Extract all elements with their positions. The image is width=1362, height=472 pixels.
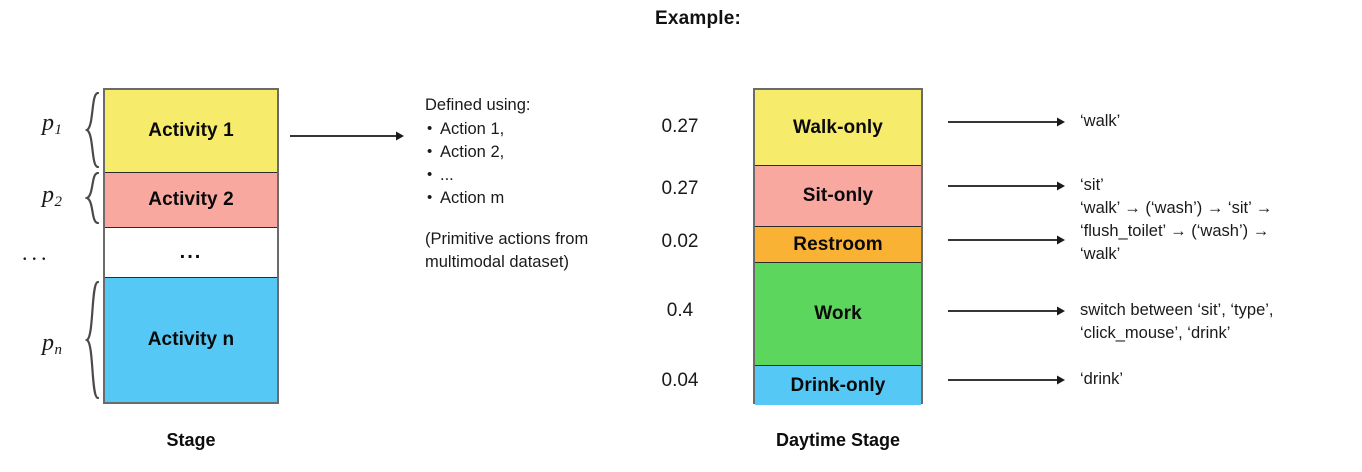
- daytime-segment-walk-only[interactable]: Walk-only: [755, 90, 921, 166]
- daytime-segment-drink-only[interactable]: Drink-only: [755, 366, 921, 405]
- annotation-line: ‘flush_toilet’ → (‘wash’) →: [1080, 222, 1270, 240]
- stage-segment-ellipsis-label: ...: [179, 241, 203, 263]
- arrow-walk-only: [948, 116, 1066, 128]
- arrow-work: [948, 305, 1066, 317]
- daytime-segment-restroom[interactable]: Restroom: [755, 227, 921, 263]
- annotation-line: ‘walk’: [1080, 112, 1121, 130]
- definition-title: Defined using:: [425, 96, 531, 114]
- annotation-drink-only: ‘drink’: [1080, 368, 1358, 391]
- annotation-line: ‘click_mouse’, ‘drink’: [1080, 324, 1231, 342]
- brace-pn: [85, 281, 100, 399]
- arrow-drink-only: [948, 374, 1066, 386]
- annotation-line: ‘walk’ → (‘wash’) → ‘sit’ →: [1080, 199, 1273, 217]
- daytime-probability-drink-only: 0.04: [661, 370, 699, 391]
- daytime-segment-work[interactable]: Work: [755, 263, 921, 366]
- annotation-line: ‘walk’: [1080, 245, 1121, 263]
- daytime-probability-walk-only: 0.27: [661, 116, 699, 137]
- probability-label-p1-base: p: [42, 110, 54, 136]
- probability-label-pn-base: p: [42, 330, 54, 356]
- arrow-stage-to-definition: [290, 130, 405, 142]
- annotation-restroom: ‘walk’ → (‘wash’) → ‘sit’ → ‘flush_toile…: [1080, 197, 1358, 266]
- action-list-item: Action 1,: [425, 117, 600, 141]
- stage-segment-activity-2-label: Activity 2: [148, 189, 234, 210]
- daytime-stage-stack: Walk-only Sit-only Restroom Work Drink-o…: [753, 88, 923, 405]
- stage-segment-activity-n-label: Activity n: [147, 329, 235, 350]
- annotation-work: switch between ‘sit’, ‘type’, ‘click_mou…: [1080, 299, 1358, 345]
- stage-segment-activity-1[interactable]: Activity 1: [105, 90, 277, 173]
- probability-label-p2: p2: [42, 182, 62, 211]
- caption-daytime-stage: Daytime Stage: [775, 430, 901, 450]
- annotation-line: ‘drink’: [1080, 370, 1124, 388]
- annotation-sit-only: ‘sit’: [1080, 174, 1358, 197]
- daytime-segment-walk-only-label: Walk-only: [793, 116, 883, 138]
- arrow-sit-only: [948, 180, 1066, 192]
- stage-segment-ellipsis: ...: [105, 228, 277, 278]
- action-list: Action 1, Action 2, ... Action m: [425, 117, 600, 210]
- arrow-restroom: [948, 234, 1066, 246]
- probability-label-p2-base: p: [42, 182, 54, 208]
- daytime-segment-sit-only[interactable]: Sit-only: [755, 166, 921, 227]
- annotation-line: ‘sit’: [1080, 176, 1104, 194]
- definition-block: Defined using: Action 1, Action 2, ... A…: [425, 94, 600, 210]
- daytime-probability-restroom: 0.02: [661, 231, 699, 252]
- probability-label-p1: p1: [42, 110, 62, 139]
- probability-label-pn: pn: [42, 330, 62, 359]
- daytime-probability-sit-only: 0.27: [661, 178, 699, 199]
- stage-stack: Activity 1 Activity 2 ... Activity n: [103, 88, 279, 404]
- probability-label-pn-sub: n: [54, 342, 62, 359]
- example-header: Example:: [655, 8, 742, 29]
- daytime-segment-drink-only-label: Drink-only: [790, 374, 886, 396]
- action-list-item: ...: [425, 163, 600, 187]
- probability-label-p1-sub: 1: [54, 122, 62, 139]
- caption-stage: Stage: [166, 430, 216, 450]
- brace-p1: [85, 92, 100, 168]
- primitive-actions-note: (Primitive actions from multimodal datas…: [425, 230, 589, 271]
- brace-p2: [85, 172, 100, 224]
- action-list-item: Action m: [425, 186, 600, 210]
- stage-segment-activity-2[interactable]: Activity 2: [105, 173, 277, 228]
- probability-label-ellipsis: ...: [22, 240, 51, 265]
- daytime-segment-work-label: Work: [814, 303, 862, 324]
- daytime-segment-sit-only-label: Sit-only: [802, 185, 874, 206]
- daytime-segment-restroom-label: Restroom: [793, 233, 883, 255]
- stage-segment-activity-n[interactable]: Activity n: [105, 278, 277, 402]
- annotation-walk-only: ‘walk’: [1080, 110, 1358, 133]
- probability-label-p2-sub: 2: [54, 194, 62, 211]
- stage-segment-activity-1-label: Activity 1: [148, 120, 234, 141]
- annotation-line: switch between ‘sit’, ‘type’,: [1080, 301, 1274, 319]
- action-list-item: Action 2,: [425, 140, 600, 164]
- daytime-probability-work: 0.4: [666, 300, 694, 321]
